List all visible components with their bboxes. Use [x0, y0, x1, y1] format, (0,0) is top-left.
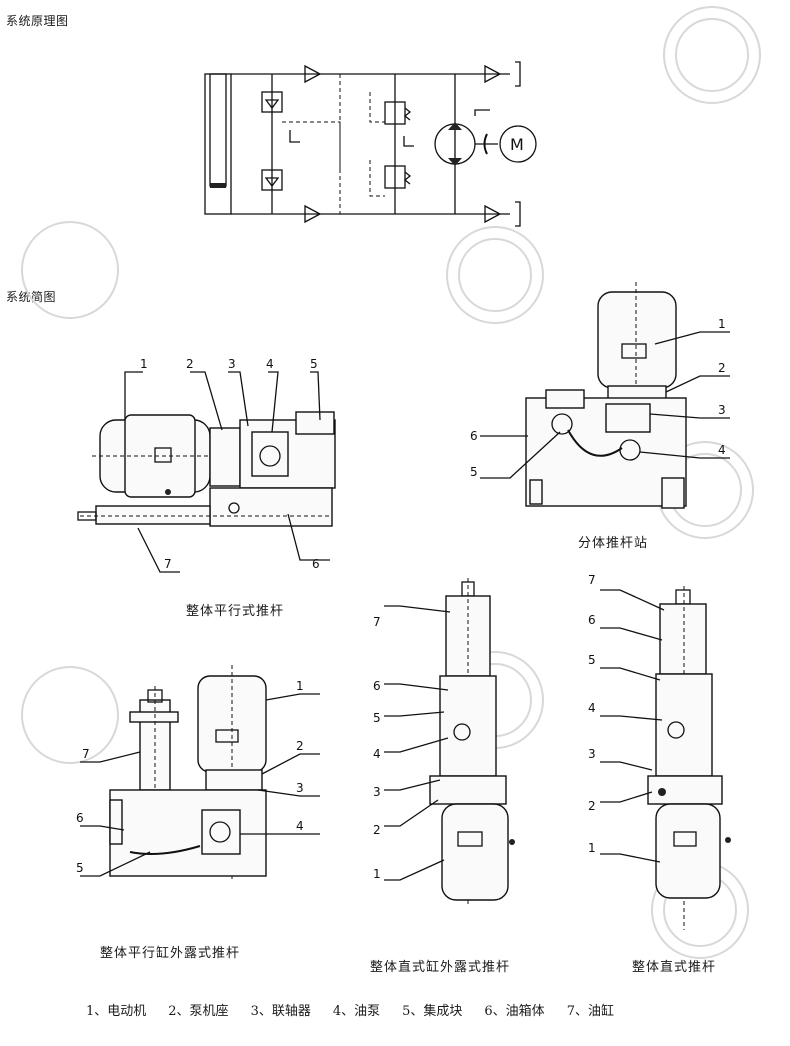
motor-symbol: M	[510, 135, 524, 154]
caption-parallel-integral: 整体平行式推杆	[186, 604, 285, 619]
callout-7: 7	[82, 747, 90, 761]
hydraulic-schematic: M	[204, 61, 537, 227]
callout-2: 2	[296, 739, 304, 753]
callout-5: 5	[470, 465, 478, 479]
callout-2: 2	[718, 361, 726, 375]
callout-4: 4	[296, 819, 304, 833]
figure-split-station: 1 2 3 4 5 6	[470, 282, 730, 509]
callout-6: 6	[373, 679, 381, 693]
legend-item: 7、油缸	[566, 1004, 614, 1019]
figure-parallel-exposed: 1 2 3 4 7 6 5	[76, 665, 320, 880]
legend-item: 4、油泵	[332, 1004, 381, 1019]
callout-6: 6	[588, 613, 596, 627]
callout-1: 1	[296, 679, 304, 693]
legend-item: 5、集成块	[402, 1004, 463, 1019]
callout-7: 7	[588, 573, 596, 587]
callout-3: 3	[588, 747, 596, 761]
caption-parallel-exposed: 整体平行缸外露式推杆	[100, 946, 241, 961]
callout-5: 5	[588, 653, 596, 667]
callout-2: 2	[588, 799, 596, 813]
figure-vertical-exposed: 7 6 5 4 3 2 1	[373, 578, 515, 905]
callout-4: 4	[588, 701, 596, 715]
parts-legend: 1、电动机 2、泵机座 3、联轴器 4、油泵 5、集成块 6、油箱体 7、油缸	[86, 1000, 726, 1019]
callout-4: 4	[266, 357, 274, 371]
legend-item: 2、泵机座	[168, 1004, 229, 1019]
callout-3: 3	[373, 785, 381, 799]
callout-3: 3	[228, 357, 236, 371]
callout-6: 6	[312, 557, 320, 571]
callout-7: 7	[164, 557, 172, 571]
callout-4: 4	[373, 747, 381, 761]
figure-vertical-integral: 7 6 5 4 3 2 1	[588, 573, 731, 930]
callout-6: 6	[470, 429, 478, 443]
callout-5: 5	[310, 357, 318, 371]
callout-1: 1	[588, 841, 596, 855]
callout-2: 2	[373, 823, 381, 837]
callout-7: 7	[373, 615, 381, 629]
callout-3: 3	[718, 403, 726, 417]
callout-4: 4	[718, 443, 726, 457]
callout-6: 6	[76, 811, 84, 825]
callout-1: 1	[373, 867, 381, 881]
callout-3: 3	[296, 781, 304, 795]
callout-5: 5	[373, 711, 381, 725]
legend-item: 6、油箱体	[484, 1004, 545, 1019]
schematic-heading: 系统原理图	[6, 14, 69, 28]
callout-5: 5	[76, 861, 84, 875]
legend-item: 3、联轴器	[250, 1004, 311, 1019]
caption-split-station: 分体推杆站	[578, 536, 649, 551]
caption-vertical-integral: 整体直式推杆	[632, 960, 717, 975]
caption-vertical-exposed: 整体直式缸外露式推杆	[370, 960, 511, 975]
legend-item: 1、电动机	[86, 1004, 147, 1019]
callout-1: 1	[718, 317, 726, 331]
callout-1: 1	[140, 357, 148, 371]
callout-2: 2	[186, 357, 194, 371]
figure-parallel-integral: 1 2 3 4 5 6 7	[77, 357, 336, 573]
